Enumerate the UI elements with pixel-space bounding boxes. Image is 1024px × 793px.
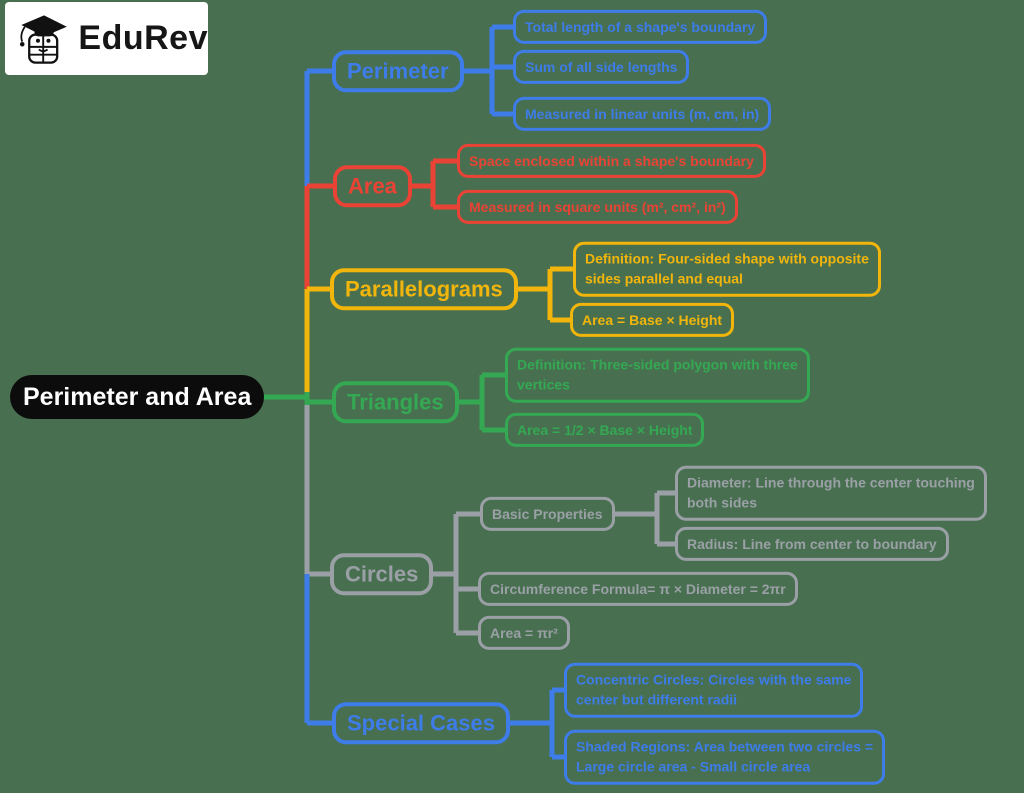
circles-diameter-definition: Diameter: Line through the center touchi… [675,465,987,521]
parallelograms-branch-line [304,266,585,393]
perimeter-detail-linear-units: Measured in linear units (m, cm, in) [513,96,772,132]
area-detail-space-enclosed: Space enclosed within a shape's boundary [457,143,766,179]
circles-area-formula: Area = πr² [478,615,570,651]
edurev-mascot-icon [19,14,67,64]
special-cases-branch-line [304,574,576,760]
triangle-definition: Definition: Three-sided polygon with thr… [505,347,810,403]
root-node-perimeter-and-area: Perimeter and Area [10,375,265,419]
perimeter-detail-boundary-length: Total length of a shape's boundary [513,9,768,45]
topic-perimeter: Perimeter [332,50,464,92]
circles-branch-line [304,404,687,636]
area-detail-square-units: Measured in square units (m², cm², in²) [457,189,738,225]
perimeter-branch-line [304,24,525,186]
triangle-area-formula: Area = 1/2 × Base × Height [505,412,705,448]
special-case-shaded-regions: Shaded Regions: Area between two circles… [564,729,886,785]
topic-special-cases: Special Cases [332,702,510,744]
circles-radius-definition: Radius: Line from center to boundary [675,526,949,562]
perimeter-detail-sum-of-sides: Sum of all side lengths [513,49,690,85]
circles-circumference-formula: Circumference Formula= π × Diameter = 2π… [478,571,798,607]
parallelogram-definition: Definition: Four-sided shape with opposi… [573,241,881,297]
edurev-brand: EduRev [78,19,208,57]
area-branch-line [304,158,470,289]
topic-triangles: Triangles [332,381,459,423]
parallelogram-area-formula: Area = Base × Height [570,302,735,338]
topic-area: Area [333,165,412,207]
edurev-logo: EduRev [5,2,208,75]
special-case-concentric-circles: Concentric Circles: Circles with the sam… [564,662,864,718]
topic-circles: Circles [330,553,434,595]
topic-parallelograms: Parallelograms [330,268,518,310]
triangles-root-branch-line [258,372,517,433]
circles-basic-properties: Basic Properties [480,496,615,532]
